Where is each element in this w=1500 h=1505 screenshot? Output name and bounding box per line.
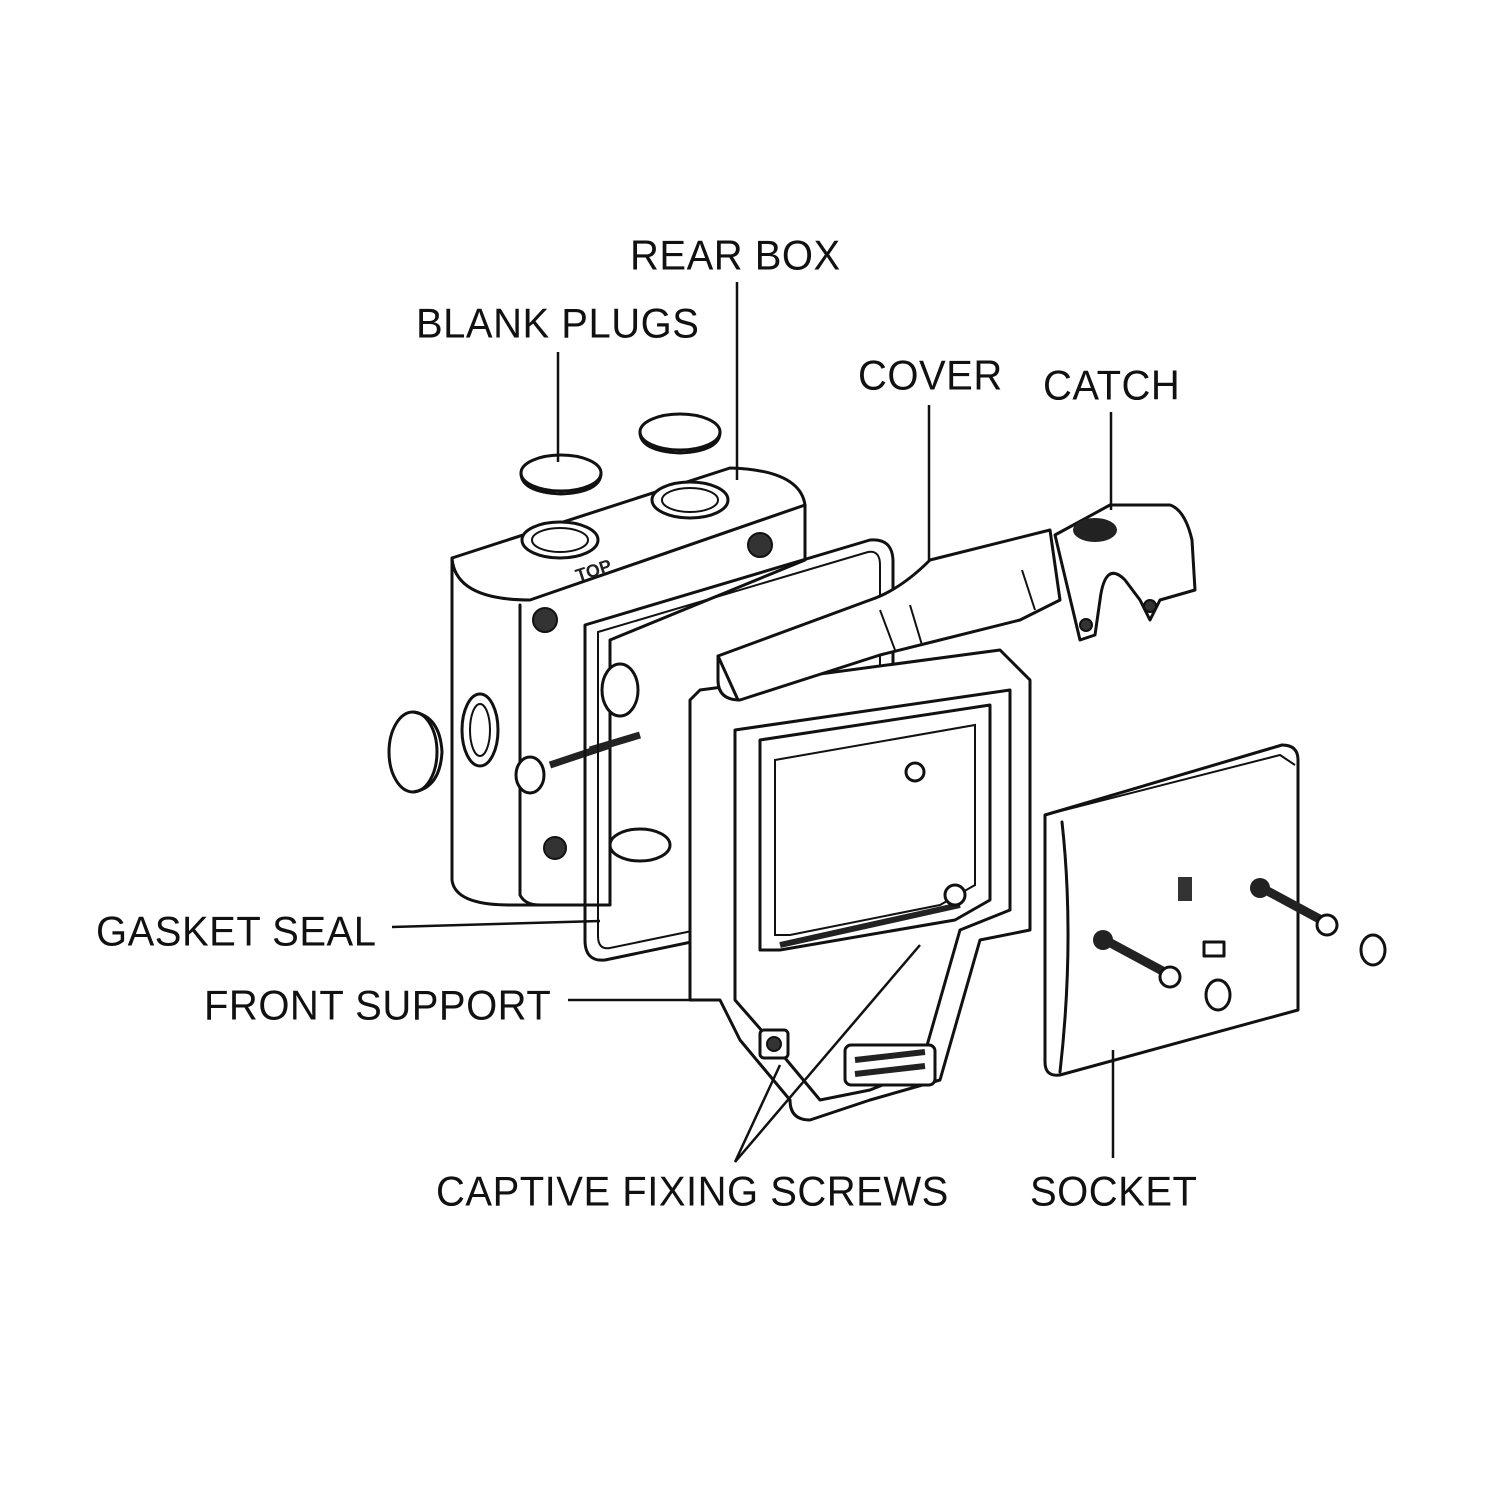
leader-captive-screw-2 [733, 1064, 782, 1163]
label-gasket-seal: GASKET SEAL [96, 908, 377, 956]
label-cover: COVER [858, 352, 1003, 400]
leader-captive-screw-1 [734, 944, 921, 1163]
screw-cap [1359, 933, 1387, 967]
catch [1053, 503, 1197, 642]
socket-plate [1043, 743, 1300, 1077]
socket-screw-left [1093, 930, 1182, 989]
blank-plug-top-right [638, 412, 722, 455]
front-support [688, 648, 1032, 1122]
cover [716, 528, 1062, 702]
label-blank-plugs: BLANK PLUGS [416, 300, 700, 348]
blank-plug-top-left [519, 453, 603, 496]
leader-gasket-seal [391, 919, 601, 929]
rear-box [450, 466, 807, 907]
label-captive-fixing-screws: CAPTIVE FIXING SCREWS [436, 1168, 949, 1216]
label-rear-box: REAR BOX [630, 232, 841, 280]
label-front-support: FRONT SUPPORT [204, 982, 552, 1030]
label-socket: SOCKET [1030, 1168, 1198, 1216]
blank-plug-side [387, 710, 444, 794]
label-catch: CATCH [1043, 362, 1181, 410]
socket-screw-right [1250, 878, 1339, 937]
